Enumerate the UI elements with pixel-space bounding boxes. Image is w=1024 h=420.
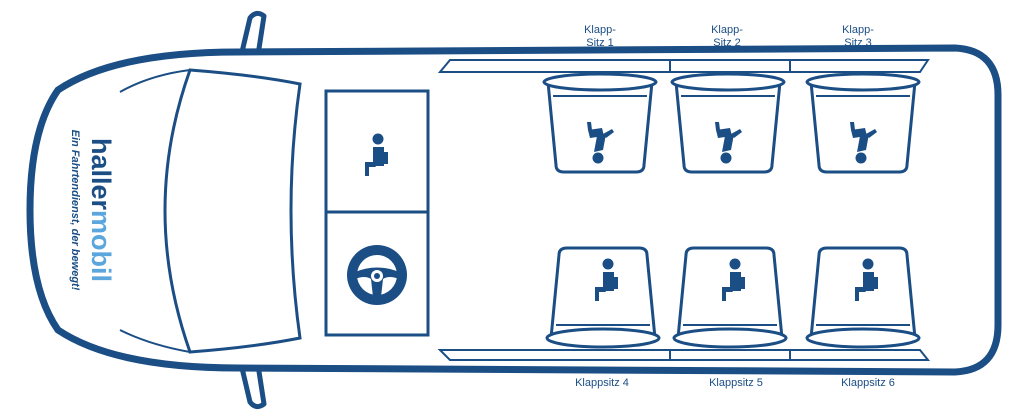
seat-label-bottom-6: Klappsitz 6 <box>841 377 895 389</box>
brand-name-part1: haller <box>86 138 116 211</box>
seat-bottom-6[interactable] <box>805 246 921 349</box>
bottom-rail <box>437 349 931 361</box>
left-mirror <box>239 10 267 56</box>
windshield <box>163 68 302 354</box>
driver-seat[interactable] <box>347 245 407 305</box>
seat-label-bottom-5: Klappsitz 5 <box>709 377 763 389</box>
seat-bottom-4[interactable] <box>545 246 661 349</box>
brand-name-part2: mobil <box>86 210 116 282</box>
seat-label-top-2-line1: Klapp- <box>711 24 743 36</box>
brand-logo: hallermobil Ein Fahrtendienst, der beweg… <box>69 130 116 291</box>
seat-label-bottom-4: Klappsitz 4 <box>575 377 629 389</box>
seat-label-top-1-line2: Sitz 1 <box>586 37 614 49</box>
seat-bottom-5[interactable] <box>672 246 788 349</box>
top-rail <box>437 59 930 73</box>
svg-text:hallermobil: hallermobil <box>86 138 116 282</box>
hood-line-bottom <box>119 329 191 353</box>
seat-label-top-1-line1: Klapp- <box>584 24 616 36</box>
seat-label-top-2-line2: Sitz 2 <box>713 37 741 49</box>
hood-line-top <box>119 69 191 93</box>
seat-top-3[interactable] <box>805 72 921 174</box>
seat-top-1[interactable] <box>542 72 658 174</box>
seat-label-top-3-line2: Sitz 3 <box>844 37 872 49</box>
right-mirror <box>239 364 267 410</box>
steering-wheel-icon <box>347 245 407 305</box>
seat-top-2[interactable] <box>670 72 786 174</box>
brand-slogan: Ein Fahrtendienst, der bewegt! <box>69 130 81 291</box>
seat-label-top-3-line1: Klapp- <box>842 24 874 36</box>
